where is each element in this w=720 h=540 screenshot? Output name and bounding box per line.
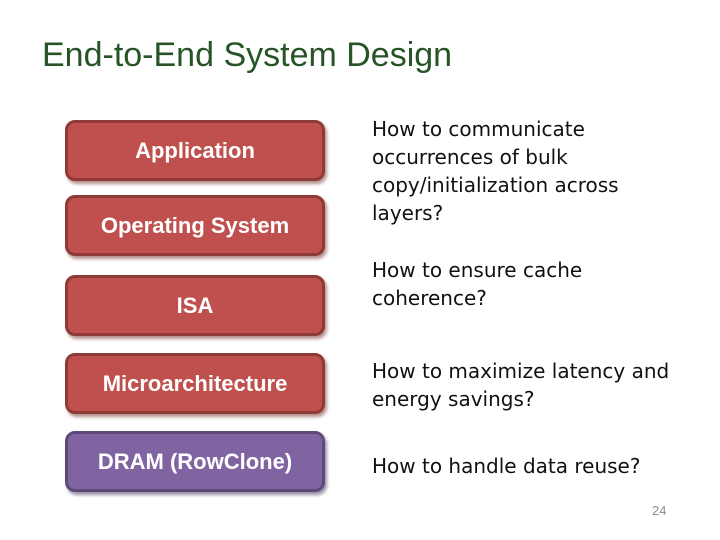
layer-box-application: Application <box>65 120 325 181</box>
layer-box-dram-rowclone: DRAM (RowClone) <box>65 431 325 492</box>
question-cache-coherence: How to ensure cache coherence? <box>372 258 583 310</box>
question-data-reuse: How to handle data reuse? <box>372 454 641 478</box>
layer-box-microarchitecture: Microarchitecture <box>65 353 325 414</box>
layer-label-microarchitecture: Microarchitecture <box>102 370 288 396</box>
layer-label-application: Application <box>135 137 255 163</box>
question-communicate-bulk-copy: How to communicate occurrences of bulk c… <box>372 117 619 225</box>
slide-title: End-to-End System Design <box>42 36 453 74</box>
question-latency-energy-savings: How to maximize latency and energy savin… <box>372 359 670 411</box>
layer-label-dram-rowclone: DRAM (RowClone) <box>97 448 293 474</box>
layer-box-operating-system: Operating System <box>65 195 325 256</box>
layer-box-isa: ISA <box>65 275 325 336</box>
page-number: 24 <box>652 503 667 518</box>
layer-label-isa: ISA <box>176 292 214 318</box>
layer-label-operating-system: Operating System <box>100 212 290 238</box>
